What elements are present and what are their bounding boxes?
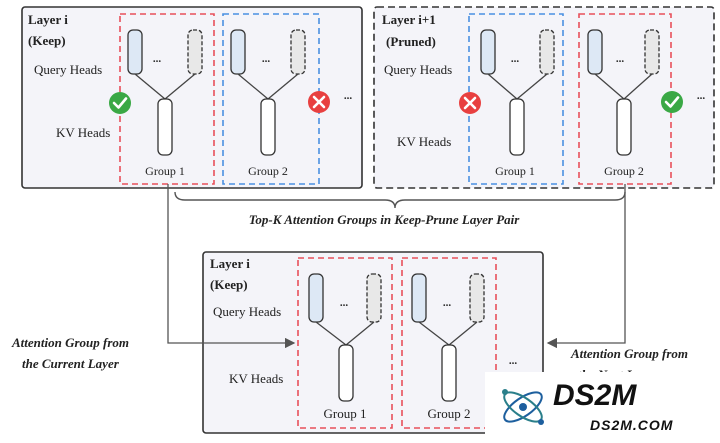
group-2-box — [401, 257, 497, 429]
connector — [418, 321, 450, 346]
heads-ellipsis: ... — [153, 53, 162, 65]
panel-title-line2: (Pruned) — [386, 34, 436, 49]
query-head — [127, 29, 143, 75]
logo-text: DS2M — [553, 379, 637, 412]
heads-ellipsis: ... — [262, 53, 271, 65]
more-groups-ellipsis: ... — [344, 90, 353, 102]
panel-layer-i-bottom: Layer i (Keep) Query Heads KV Heads ... … — [202, 251, 544, 434]
kv-head — [338, 344, 354, 402]
panel-title-line1: Layer i+1 — [382, 12, 436, 27]
query-head-pruned — [539, 29, 555, 75]
panel-layer-i-plus-1: Layer i+1 (Pruned) Query Heads KV Heads … — [373, 6, 715, 189]
query-head — [587, 29, 603, 75]
more-groups-ellipsis: ... — [697, 90, 706, 102]
panel-title-line1: Layer i — [210, 256, 250, 271]
heads-ellipsis: ... — [443, 297, 452, 309]
query-head — [480, 29, 496, 75]
logo-url-text: DS2M.COM — [590, 417, 673, 433]
atom-icon — [502, 389, 544, 425]
group-brace — [174, 191, 626, 209]
group-2-label: Group 2 — [428, 406, 471, 421]
group-1-label: Group 1 — [324, 406, 367, 421]
group-1-label: Group 1 — [495, 164, 535, 178]
kv-head — [509, 98, 525, 156]
connector — [315, 321, 347, 346]
kv-head — [441, 344, 457, 402]
connector — [267, 73, 299, 100]
panel-title-line2: (Keep) — [210, 277, 248, 292]
query-head-pruned — [644, 29, 660, 75]
group-2-label: Group 2 — [604, 164, 644, 178]
query-head — [230, 29, 246, 75]
left-caption-line1: Attention Group from — [11, 335, 129, 350]
arrow-current-layer — [167, 184, 296, 349]
connector — [516, 73, 548, 100]
check-icon — [661, 91, 683, 113]
right-caption-line1: Attention Group from — [570, 346, 688, 361]
connector — [345, 321, 375, 346]
group-1-label: Group 1 — [145, 164, 185, 178]
kv-head — [260, 98, 276, 156]
kv-head — [157, 98, 173, 156]
brace-caption: Top-K Attention Groups in Keep-Prune Lay… — [249, 212, 521, 227]
connector — [237, 73, 269, 100]
kv-heads-label: KV Heads — [229, 371, 283, 386]
query-head-pruned — [366, 273, 382, 323]
ds2m-watermark-logo: DS2M DS2M.COM — [485, 372, 720, 443]
connector — [623, 73, 653, 100]
connector — [134, 73, 166, 100]
heads-ellipsis: ... — [616, 53, 625, 65]
query-head — [411, 273, 427, 323]
kv-heads-label: KV Heads — [397, 134, 451, 149]
cross-icon — [308, 91, 330, 113]
connector — [448, 321, 478, 346]
left-caption-line2: the Current Layer — [22, 356, 120, 371]
kv-heads-label: KV Heads — [56, 125, 110, 140]
heads-ellipsis: ... — [511, 53, 520, 65]
query-head-pruned — [469, 273, 485, 323]
more-groups-ellipsis: ... — [509, 355, 518, 367]
connector — [487, 73, 518, 100]
query-head — [308, 273, 324, 323]
query-heads-label: Query Heads — [213, 304, 281, 319]
query-head-pruned — [187, 29, 203, 75]
connector — [594, 73, 625, 100]
connector — [164, 73, 196, 100]
panel-layer-i-top: Layer i (Keep) Query Heads KV Heads ... … — [21, 6, 363, 189]
arrow-next-layer — [546, 184, 626, 349]
cross-icon — [459, 92, 481, 114]
query-heads-label: Query Heads — [34, 62, 102, 77]
heads-ellipsis: ... — [340, 297, 349, 309]
check-icon — [109, 92, 131, 114]
query-heads-label: Query Heads — [384, 62, 452, 77]
kv-head — [616, 98, 632, 156]
panel-title-line1: Layer i — [28, 12, 68, 27]
query-head-pruned — [290, 29, 306, 75]
group-2-label: Group 2 — [248, 164, 288, 178]
panel-title-line2: (Keep) — [28, 33, 66, 48]
group-1-box — [297, 257, 393, 429]
panel-frame — [21, 6, 363, 189]
group-2-box — [578, 13, 672, 185]
